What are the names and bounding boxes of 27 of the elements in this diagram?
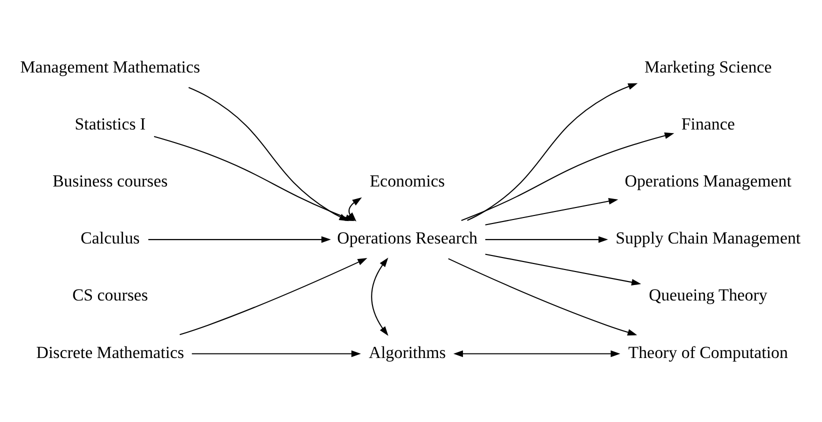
node-text: Management Mathematics [20,57,200,76]
node-text: Algorithms [368,342,446,362]
arrow [485,236,608,243]
node-text: Economics [370,171,445,190]
arrow [453,350,620,358]
node-text: Queueing Theory [648,286,768,305]
node-text: Calculus [80,228,140,248]
label: Business courses [52,171,168,190]
node-text: Operations Management [624,171,792,190]
node-text: Supply Chain Management [616,228,801,248]
node-text: Operations Research [337,228,478,248]
arrow [148,236,331,243]
arrow [467,83,638,221]
node-text: Marketing Science [644,57,772,76]
arrow [448,258,638,336]
arrow [180,258,368,336]
label: CS courses [72,286,148,305]
arrow [371,258,388,336]
arrow [347,197,362,222]
node-text: Discrete Mathematics [36,342,184,362]
arrow [192,350,361,358]
arrow [485,198,618,226]
node-text: Finance [681,114,735,134]
arrow [485,254,642,286]
arrow [461,132,674,221]
node-text: Theory of Computation [628,342,788,362]
node-text: Statistics I [74,114,146,134]
